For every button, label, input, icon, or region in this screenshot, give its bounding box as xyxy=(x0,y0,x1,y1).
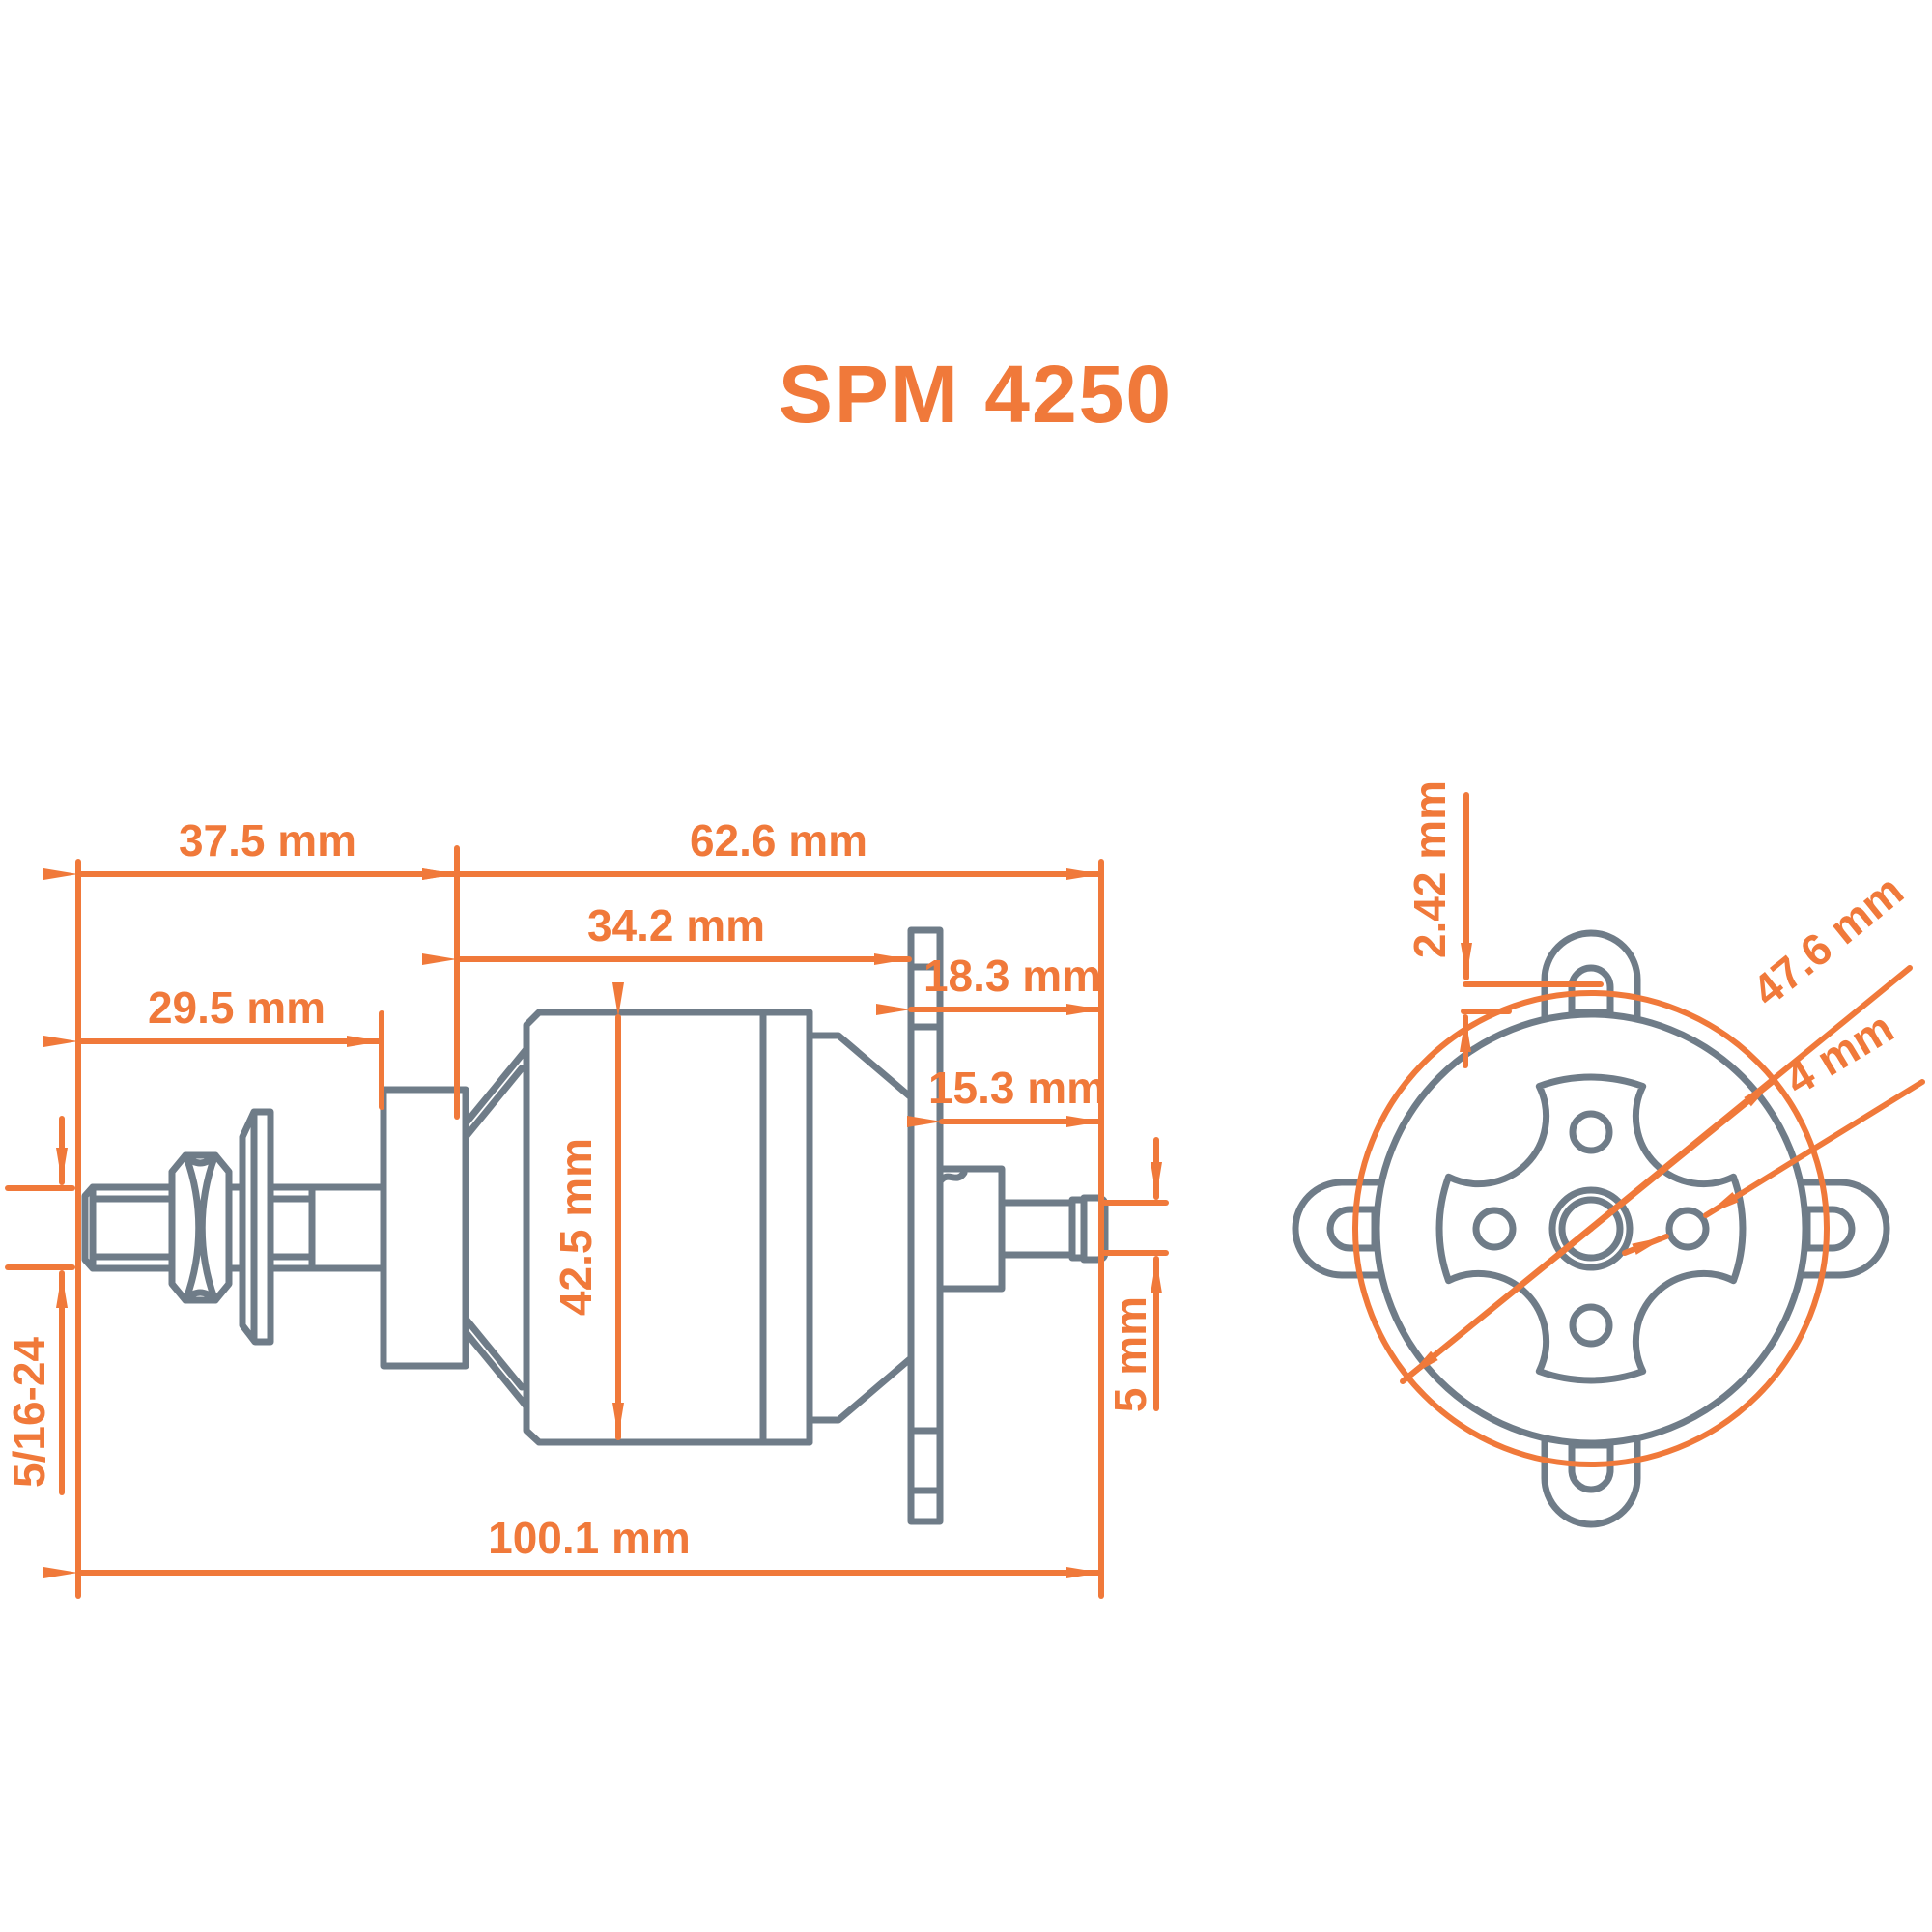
dimension-lines xyxy=(5,792,1925,1599)
dim-62-6-label: 62.6 mm xyxy=(690,815,867,866)
bell-outline-bottom xyxy=(462,1328,813,1446)
lug-bottom-slot xyxy=(1568,1441,1614,1493)
dim-18-3-label: 18.3 mm xyxy=(923,951,1101,1001)
rear-cone xyxy=(806,1032,915,1424)
dim-5mm-label: 5 mm xyxy=(1105,1296,1155,1412)
dim-100-1-label: 100.1 mm xyxy=(488,1513,691,1563)
dim-42-5-label: 42.5 mm xyxy=(551,1138,601,1316)
front-view-drawing xyxy=(1292,929,1890,1528)
dim-thread-label: 5/16-24 xyxy=(4,1337,54,1488)
mount-hole-top xyxy=(1569,1110,1613,1154)
rear-boss xyxy=(936,1165,1006,1293)
dim-2-42-label: 2.42 mm xyxy=(1405,781,1455,958)
prop-shaft-thread-lines xyxy=(89,1183,176,1272)
dim-4mm-leader xyxy=(1703,1079,1925,1218)
cross-mount xyxy=(1435,1073,1747,1384)
lug-right-slot xyxy=(1804,1206,1856,1252)
page-title: SPM 4250 xyxy=(779,349,1173,440)
lug-top xyxy=(1541,929,1641,1023)
dim-47-6-arrow-ne xyxy=(1588,1077,1777,1232)
dim-4mm-arrow-inner xyxy=(1622,1234,1669,1256)
lug-left-slot xyxy=(1326,1206,1378,1252)
side-view-drawing xyxy=(81,926,1109,1525)
dim-4mm-label: 4 mm xyxy=(1776,1002,1902,1104)
shaft-bore-inner xyxy=(1558,1196,1624,1262)
shaft-bore-outer xyxy=(1548,1186,1634,1271)
dim-29-5-label: 29.5 mm xyxy=(148,982,326,1033)
lug-top-slot xyxy=(1568,964,1614,1016)
mount-hole-bottom xyxy=(1569,1303,1613,1348)
rear-shaft-stub xyxy=(998,1194,1109,1264)
dim-47-6-arrow-sw xyxy=(1405,1226,1594,1380)
bell-cone-inner-lines xyxy=(462,1045,530,1410)
mount-hole-right xyxy=(1665,1207,1710,1251)
dim-15-3-label: 15.3 mm xyxy=(928,1063,1106,1113)
bell-outline-top xyxy=(462,1009,813,1127)
lug-bottom xyxy=(1541,1435,1641,1528)
mount-hole-left xyxy=(1472,1207,1517,1251)
dim-34-2-label: 34.2 mm xyxy=(587,900,765,951)
lug-right xyxy=(1797,1179,1890,1279)
mount-circle-47-6 xyxy=(1352,990,1830,1467)
prop-nut-facets xyxy=(182,1151,219,1304)
shaft-segment-b xyxy=(267,1183,387,1272)
dim-37-5-label: 37.5 mm xyxy=(179,815,356,866)
dim-47-6-label: 47.6 mm xyxy=(1743,865,1913,1015)
lug-left xyxy=(1292,1179,1385,1279)
front-housing xyxy=(380,1086,469,1370)
mount-flange-edge xyxy=(907,926,944,1525)
